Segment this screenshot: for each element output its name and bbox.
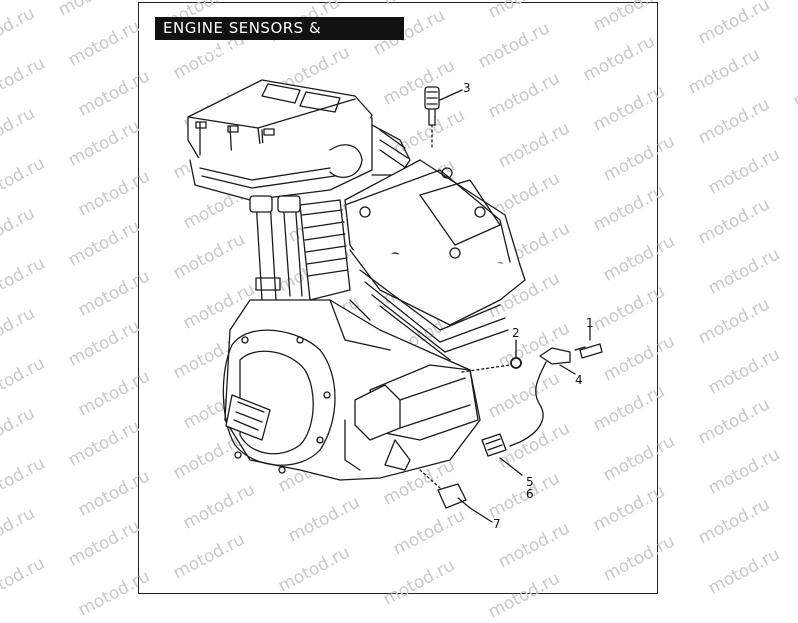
part-7-switch (419, 469, 493, 523)
callout-6: 6 (526, 487, 534, 501)
part-3-sensor (424, 86, 463, 149)
rear-cylinder (299, 199, 351, 301)
starter-motor (354, 364, 479, 471)
callout-7: 7 (493, 517, 501, 531)
diagram-title: ENGINE SENSORS & SWITCHES (155, 17, 404, 60)
callout-5: 5 (526, 475, 534, 489)
callout-2: 2 (512, 326, 520, 340)
front-cylinder (349, 249, 526, 361)
callout-4: 4 (575, 373, 583, 387)
rear-cylinder-head (189, 117, 411, 201)
part-2-o-ring (461, 339, 522, 373)
callout-3: 3 (463, 81, 471, 95)
engine-exploded-diagram (187, 79, 603, 523)
part-1-4-sender (509, 325, 603, 447)
callout-1: 1 (586, 316, 594, 330)
push-rod-tubes (249, 195, 303, 301)
part-5-6-connector (481, 433, 523, 476)
